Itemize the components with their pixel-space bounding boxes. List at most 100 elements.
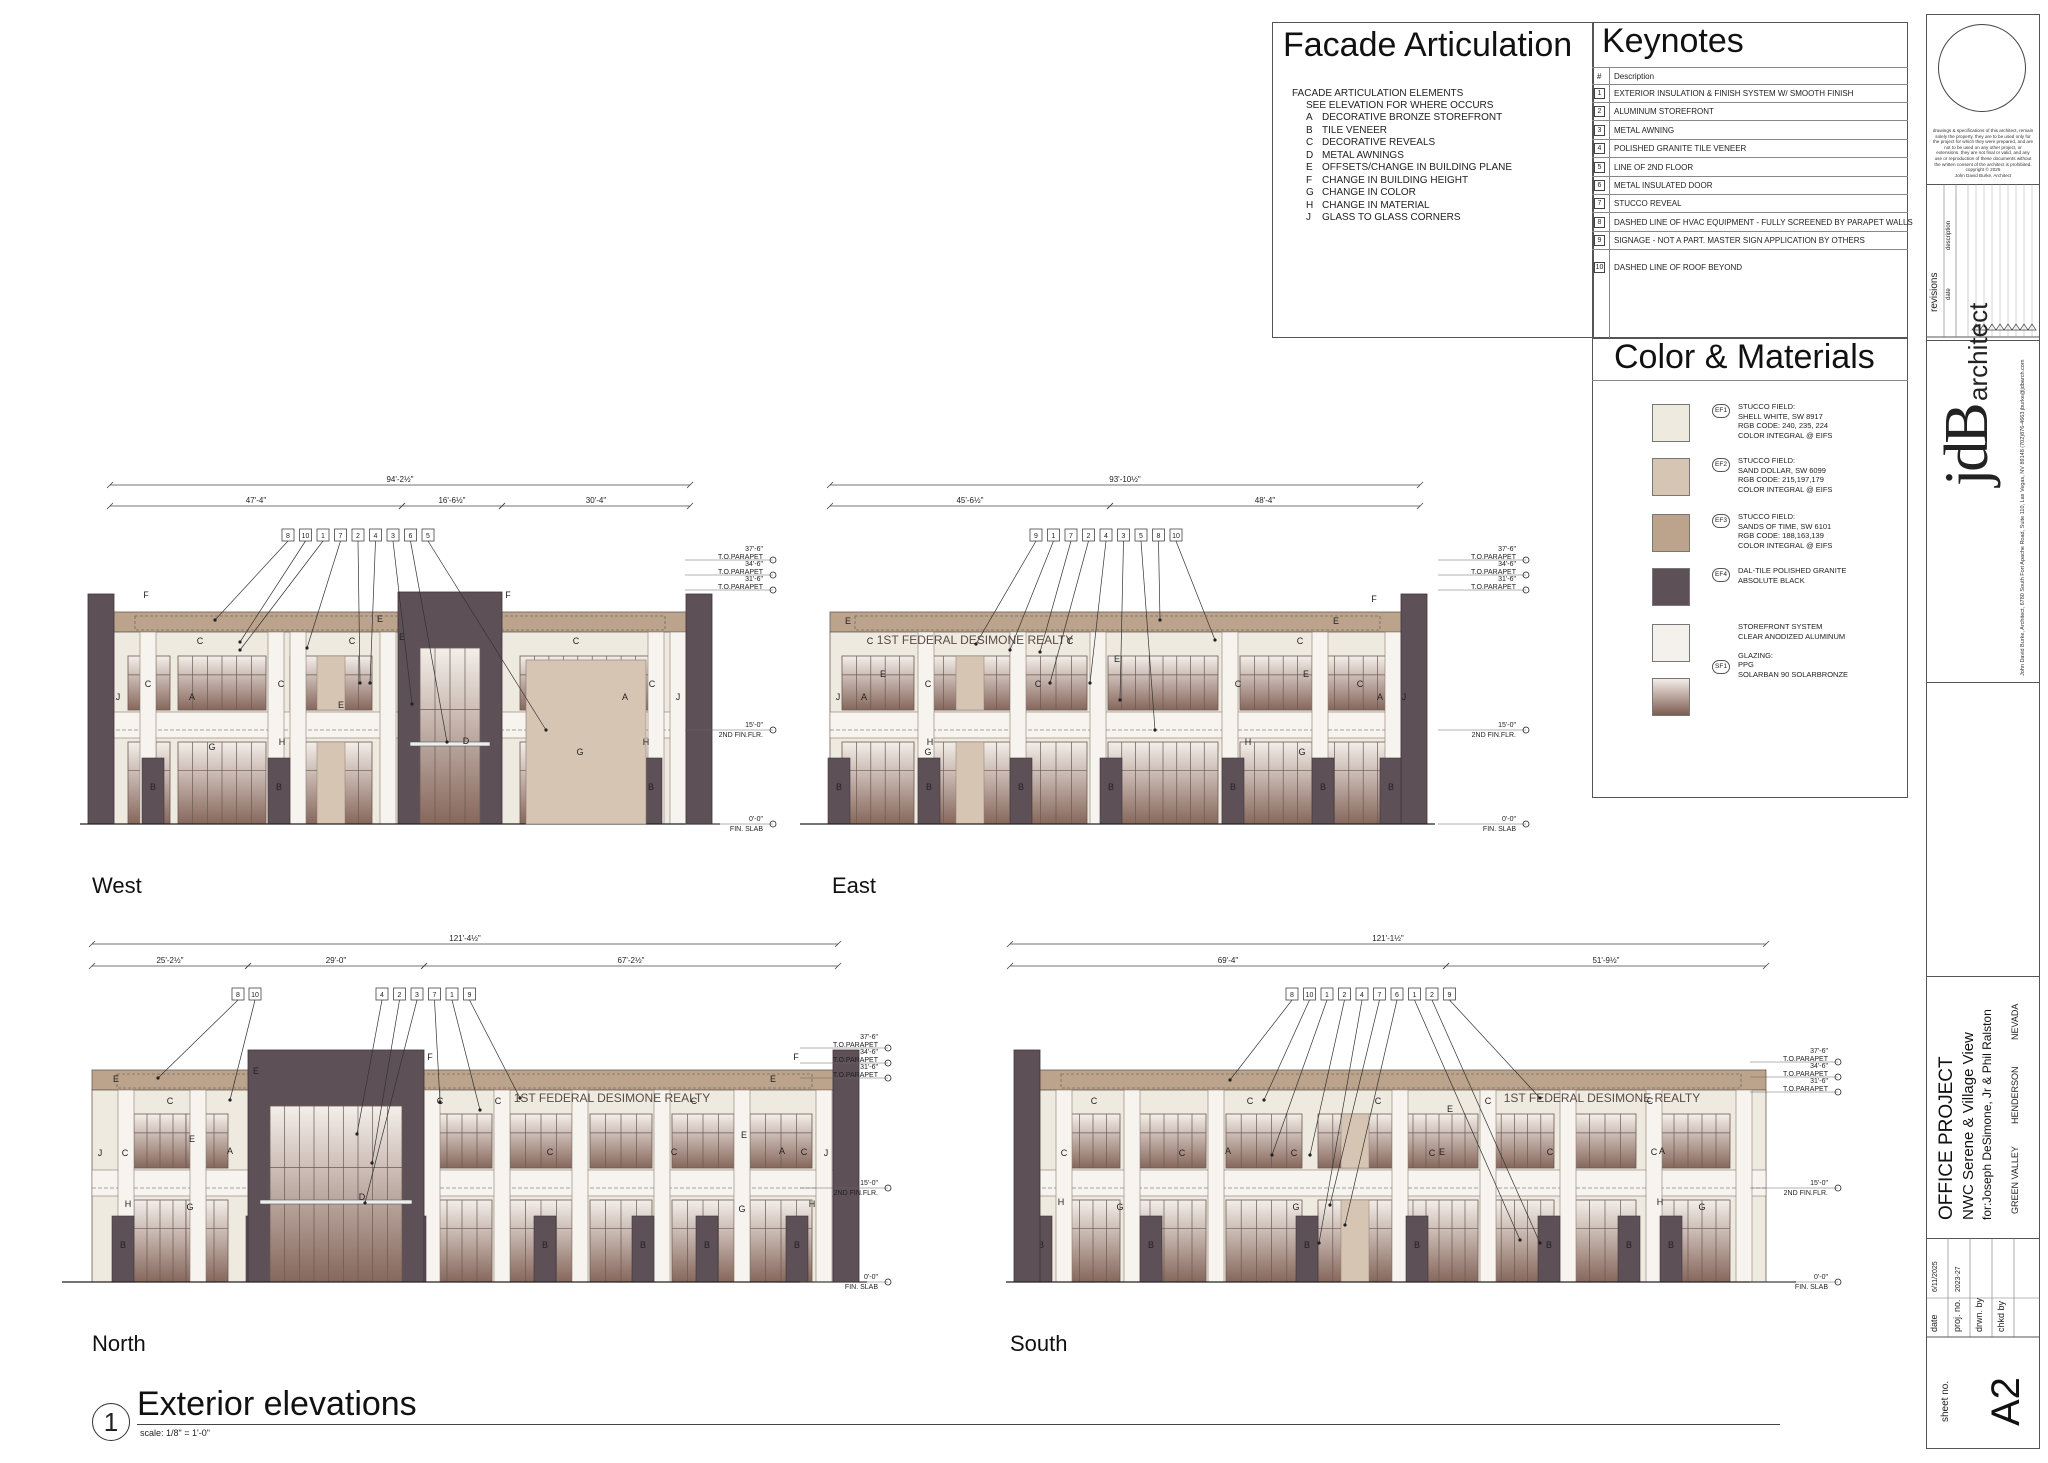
south-overall-dim-tick <box>1006 940 1014 948</box>
west-dim-1-label: 47'-4" <box>246 496 267 505</box>
facade-item-letter: E <box>1306 162 1313 173</box>
tb-rule-1 <box>1926 184 2040 185</box>
level-marker <box>884 1278 892 1286</box>
upper-storefront <box>749 1113 813 1169</box>
upper-storefront <box>1024 655 1088 711</box>
south-keynote-leader <box>1271 999 1328 1156</box>
facade-item-text: METAL AWNINGS <box>1322 149 1404 161</box>
upper-storefront <box>133 1113 187 1169</box>
level-marker <box>1834 1278 1842 1286</box>
materials-panel <box>1592 338 1908 798</box>
entry-storefront <box>419 647 481 825</box>
metal-awning <box>409 741 491 747</box>
articulation-letter: B <box>640 1240 646 1250</box>
north-keynote-left-leader <box>229 999 256 1101</box>
south-keynote-number: 7 <box>1378 992 1382 999</box>
level-marker <box>884 1044 892 1052</box>
articulation-letter: C <box>1647 1096 1654 1106</box>
tb-rule-3 <box>1926 682 2040 683</box>
lower-storefront <box>1107 741 1219 825</box>
west-label: West <box>92 873 142 898</box>
architect-address: John David Burke, Architect, 6780 South … <box>2020 359 2026 676</box>
seal-circle <box>1938 24 2026 112</box>
north-keynote-right-dot <box>355 1132 359 1136</box>
level-name: FIN. SLAB <box>1483 826 1516 833</box>
material-tag: EF1 <box>1712 404 1730 418</box>
north-label: North <box>92 1331 146 1356</box>
hvac-screen-line <box>1060 1073 1742 1089</box>
storefront-glass <box>1135 1113 1207 1169</box>
east-keynote-dot <box>1048 681 1052 685</box>
drawing-scale: scale: 1/8" = 1'-0" <box>140 1428 210 1438</box>
west-keynote-dot <box>213 618 217 622</box>
upper-storefront <box>841 655 915 711</box>
hvac-screen-line <box>854 615 1381 631</box>
project-name: NWC Serene & Village View <box>1960 1032 1977 1220</box>
east-keynote-number: 2 <box>1087 533 1091 540</box>
level-elevation: 15'-0" <box>860 1180 878 1187</box>
articulation-letter: C <box>278 679 285 689</box>
level-name: FIN. SLAB <box>730 826 763 833</box>
articulation-letter: B <box>1414 1240 1420 1250</box>
facade-item-text: DECORATIVE REVEALS <box>1322 137 1436 148</box>
level-elevation: 34'-6" <box>1498 561 1516 568</box>
keynote-description: POLISHED GRANITE TILE VENEER <box>1614 144 1747 154</box>
articulation-letter: C <box>573 636 580 646</box>
south-keynote-dot <box>1228 1078 1232 1082</box>
material-description: STUCCO FIELD: SAND DOLLAR, SW 6099 RGB C… <box>1738 456 1833 494</box>
east-keynote-leader <box>1039 540 1072 653</box>
north-dim-3-label: 67'-2½" <box>617 956 644 965</box>
material-tag: EF2 <box>1712 458 1730 472</box>
east-keynote-dot <box>1008 648 1012 652</box>
east-overall-dim-tick <box>1416 481 1424 489</box>
south-keynote-dot <box>1538 1096 1542 1100</box>
north-keynote-right-leader <box>434 999 441 1103</box>
project-location-right: NEVADA <box>2010 1003 2020 1040</box>
west-keynote-leader <box>306 540 341 649</box>
south-keynote-dot <box>1538 1241 1542 1245</box>
keynote-description: METAL AWNING <box>1614 125 1675 135</box>
articulation-letter: B <box>1148 1240 1154 1250</box>
west-keynote-dot <box>305 646 309 650</box>
material-swatch <box>1652 404 1690 442</box>
sheet-number: A2 <box>1984 1377 2028 1426</box>
stucco-pier <box>733 1089 751 1283</box>
stucco-pier <box>1479 1089 1497 1283</box>
lower-storefront <box>841 741 915 825</box>
articulation-letter: E <box>399 632 405 642</box>
logo-subtitle: architect <box>1963 302 1993 401</box>
level-elevation: 31'-6" <box>745 576 763 583</box>
articulation-letter: H <box>927 737 934 747</box>
west-keynote-dot <box>410 702 414 706</box>
storefront-glass <box>1225 1199 1303 1283</box>
stucco-pier <box>571 1089 589 1283</box>
tb-rule-2 <box>1926 340 2040 341</box>
keynote-number: 6 <box>1594 180 1605 191</box>
keynotes-title: Keynotes <box>1602 22 1744 60</box>
articulation-letter: C <box>1485 1096 1492 1106</box>
south-keynote-dot <box>1262 1098 1266 1102</box>
articulation-letter: B <box>1668 1240 1674 1250</box>
level-marker <box>1834 1088 1842 1096</box>
articulation-letter: C <box>1247 1096 1254 1106</box>
upper-storefront <box>1487 1113 1555 1169</box>
level-name: T.O.PARAPET <box>1783 1056 1829 1063</box>
south-dim-2-tick <box>1442 962 1450 970</box>
level-marker <box>884 1184 892 1192</box>
upper-storefront <box>1659 1113 1731 1169</box>
sand-panel <box>1340 1199 1370 1283</box>
copyright-body: drawings & specifications of this archit… <box>1932 128 2034 167</box>
level-name: 2ND FIN.FLR. <box>834 1190 878 1197</box>
north-keynote-right-number: 2 <box>398 992 402 999</box>
north-overall-dim-label: 121'-4½" <box>449 934 481 943</box>
upper-storefront <box>177 655 267 711</box>
articulation-letter: C <box>1179 1148 1186 1158</box>
articulation-letter: C <box>1235 679 1242 689</box>
south-keynote-number: 6 <box>1395 992 1399 999</box>
material-description: STOREFRONT SYSTEM CLEAR ANODIZED ALUMINU… <box>1738 622 1849 679</box>
north-dim-1-label: 25'-2½" <box>156 956 183 965</box>
articulation-letter: C <box>495 1096 502 1106</box>
articulation-letter: C <box>801 1147 808 1157</box>
articulation-letter: C <box>671 1147 678 1157</box>
